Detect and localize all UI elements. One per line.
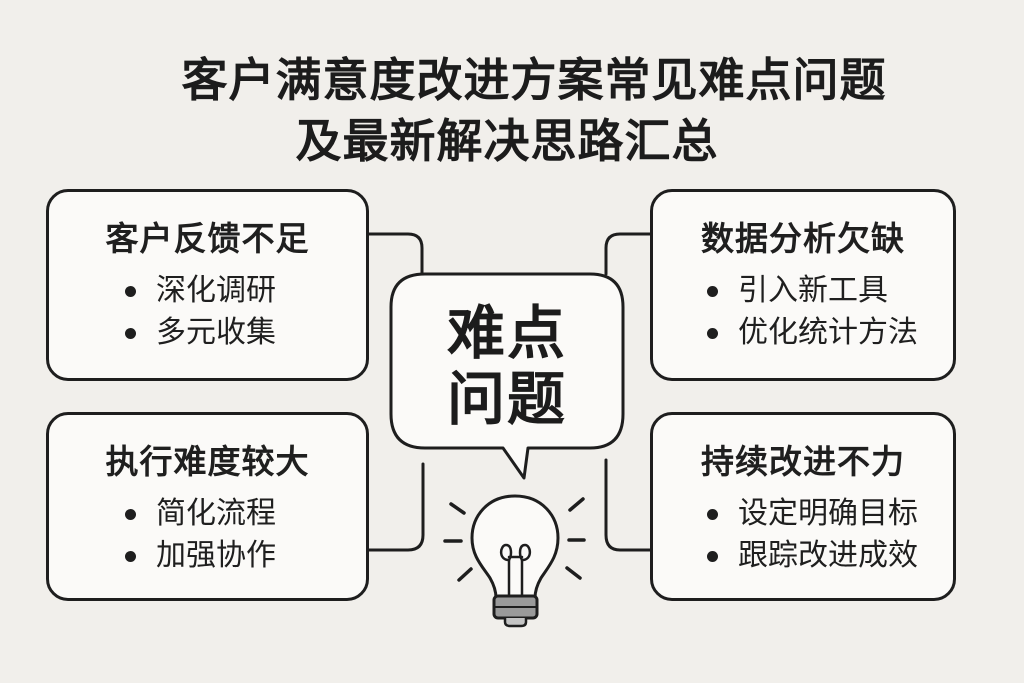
card-customer-feedback: 客户反馈不足 深化调研 多元收集	[46, 189, 369, 381]
center-label-line-2: 问题	[446, 365, 567, 433]
card-heading: 客户反馈不足	[105, 219, 310, 258]
bullet-dot-icon	[125, 285, 136, 297]
bullet-dot-icon	[125, 550, 136, 562]
connector-top-left	[366, 232, 424, 276]
center-label: 难点 问题	[390, 300, 624, 432]
list-item-text: 设定明确目标	[738, 496, 918, 531]
list-item-text: 跟踪改进成效	[738, 538, 918, 573]
bullet-dot-icon	[707, 550, 718, 562]
list-item-text: 引入新工具	[738, 273, 888, 308]
list-item: 加强协作	[125, 535, 276, 577]
list-item-text: 简化流程	[156, 496, 276, 531]
connector-bottom-right	[604, 458, 652, 552]
card-heading: 数据分析欠缺	[701, 219, 905, 258]
list-item: 引入新工具	[707, 270, 918, 312]
connector-bottom-left	[366, 462, 425, 552]
bullet-dot-icon	[707, 508, 718, 520]
card-bullet-list: 引入新工具 优化统计方法	[707, 270, 918, 354]
center-speech-bubble	[389, 272, 625, 480]
card-execution-difficulty: 执行难度较大 简化流程 加强协作	[46, 412, 369, 601]
list-item-text: 多元收集	[156, 315, 276, 350]
bullet-dot-icon	[125, 327, 136, 339]
bullet-dot-icon	[707, 327, 718, 339]
list-item: 简化流程	[125, 493, 276, 535]
list-item: 多元收集	[125, 312, 276, 354]
list-item: 深化调研	[125, 270, 276, 312]
card-data-analysis: 数据分析欠缺 引入新工具 优化统计方法	[650, 189, 956, 381]
bullet-dot-icon	[707, 285, 718, 297]
page-title-line-1: 客户满意度改进方案常见难点问题	[181, 53, 887, 107]
list-item-text: 深化调研	[156, 273, 276, 308]
bullet-dot-icon	[125, 508, 136, 520]
list-item-text: 优化统计方法	[738, 315, 918, 350]
center-label-line-1: 难点	[446, 299, 567, 367]
list-item: 设定明确目标	[707, 493, 918, 535]
card-continuous-improvement: 持续改进不力 设定明确目标 跟踪改进成效	[650, 412, 956, 601]
card-bullet-list: 设定明确目标 跟踪改进成效	[707, 493, 918, 577]
list-item: 跟踪改进成效	[707, 535, 918, 577]
page-title-line-2: 及最新解决思路汇总	[295, 114, 719, 168]
list-item: 优化统计方法	[707, 312, 918, 354]
card-bullet-list: 简化流程 加强协作	[125, 493, 276, 577]
card-heading: 持续改进不力	[701, 442, 905, 481]
card-heading: 执行难度较大	[105, 442, 310, 481]
list-item-text: 加强协作	[156, 538, 276, 573]
lightbulb-icon	[443, 494, 586, 628]
card-bullet-list: 深化调研 多元收集	[125, 270, 276, 354]
connector-top-right	[604, 232, 652, 276]
